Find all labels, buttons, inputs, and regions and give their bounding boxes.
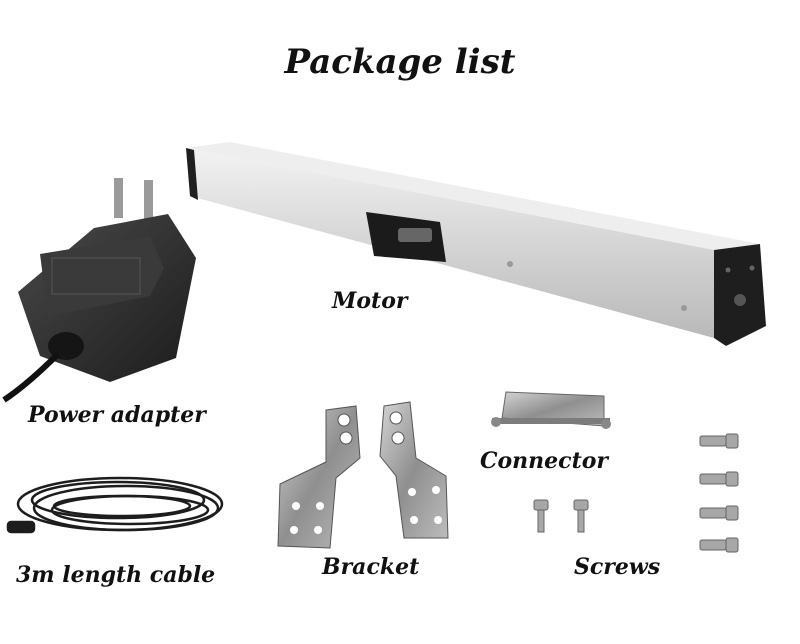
screws-label: Screws	[574, 554, 661, 580]
bracket-image	[277, 401, 449, 549]
screws-image	[533, 433, 739, 553]
bracket-label: Bracket	[322, 554, 420, 580]
motor-image	[186, 142, 766, 346]
power-adapter-image	[2, 178, 196, 403]
cable-image	[6, 476, 224, 534]
cable-label: 3m length cable	[16, 562, 216, 588]
connector-image	[491, 391, 611, 429]
motor-label: Motor	[332, 288, 408, 314]
page-title: Package list	[284, 42, 516, 82]
connector-label: Connector	[480, 448, 608, 474]
power-adapter-label: Power adapter	[28, 402, 206, 428]
